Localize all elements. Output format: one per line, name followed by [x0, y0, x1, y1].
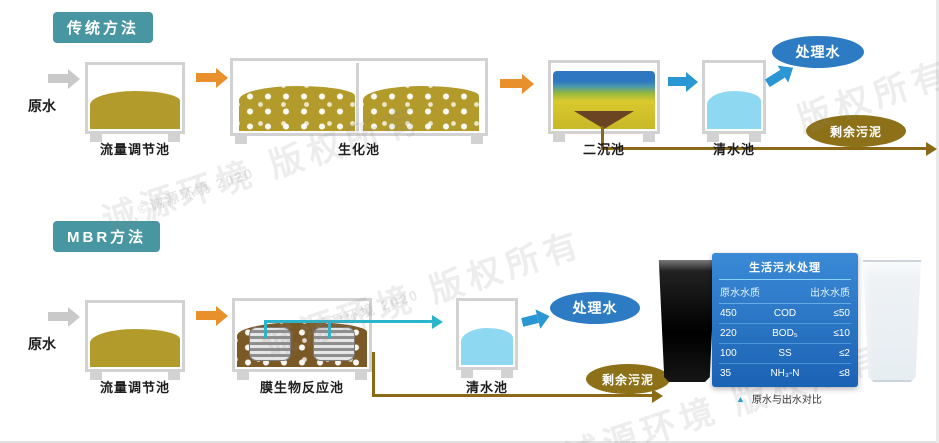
table-cell-raw: 220 — [720, 328, 737, 339]
table-row: 220 BOD₅ ≤10 — [719, 324, 851, 344]
flow-regulation-tank — [85, 62, 185, 142]
flow-arrow — [196, 311, 216, 320]
tank-foot — [471, 135, 483, 144]
sludge-arrowhead — [652, 388, 663, 403]
clear-water-tank-label: 清水池 — [712, 142, 755, 157]
table-row: 35 NH₃-N ≤8 — [719, 364, 851, 383]
tank-foot — [461, 369, 473, 378]
permeate-arrowhead — [432, 314, 443, 329]
header-raw-quality: 原水水质 — [720, 288, 760, 299]
tank-foot — [168, 133, 180, 142]
permeate-pipe — [264, 320, 432, 323]
table-cell-out: ≤50 — [833, 308, 850, 319]
clear-water-tank-label: 清水池 — [465, 380, 508, 395]
tank-foot — [235, 135, 247, 144]
flow-arrow — [196, 73, 216, 82]
flow-arrow — [668, 77, 686, 86]
sludge-pipe — [601, 147, 926, 150]
inflow-arrow — [48, 74, 68, 83]
permeate-pipe — [328, 320, 331, 338]
raw-water-liquid — [90, 90, 180, 129]
raw-water-label: 原水 — [28, 98, 56, 114]
table-cell-param: SS — [778, 348, 792, 359]
table-cell-out: ≤2 — [838, 348, 850, 359]
tank-foot — [707, 133, 719, 142]
mbr-method-badge: MBR方法 — [53, 221, 161, 252]
tank-foot — [168, 371, 180, 380]
outflow-arrow — [764, 69, 786, 88]
raw-water-glass — [658, 260, 716, 382]
sludge-funnel — [574, 111, 634, 129]
sedimentation-tank — [548, 60, 660, 142]
tank-foot — [643, 133, 655, 142]
membrane-bioreactor-tank-label: 膜生物反应池 — [259, 380, 344, 395]
outflow-arrow — [521, 314, 539, 327]
watermark-copyright: ©诚源环境 2020 — [135, 164, 256, 218]
table-cell-raw: 100 — [720, 348, 737, 359]
treated-water-pill: 处理水 — [772, 36, 864, 68]
permeate-pipe — [264, 320, 267, 338]
biochemical-tank — [230, 58, 488, 144]
settling-liquid — [553, 70, 655, 129]
clear-water-tank — [702, 60, 766, 142]
sludge-pipe — [372, 352, 375, 397]
mbr-liquid — [237, 322, 367, 367]
flow-regulation-tank — [85, 300, 185, 380]
tank-foot — [749, 133, 761, 142]
tank-foot — [355, 371, 367, 380]
flow-regulation-tank-label: 流量调节池 — [99, 142, 170, 157]
aeration-liquid — [363, 86, 479, 131]
table-header-row: 原水水质 出水水质 — [719, 280, 851, 304]
triangle-marker-icon: ▲ — [736, 393, 745, 404]
sludge-pipe — [372, 394, 652, 397]
table-cell-param: NH₃-N — [770, 368, 800, 379]
table-cell-raw: 450 — [720, 308, 737, 319]
header-effluent-quality: 出水水质 — [810, 288, 850, 299]
tank-foot — [237, 371, 249, 380]
tank-foot — [501, 369, 513, 378]
table-cell-out: ≤10 — [833, 328, 850, 339]
table-row: 450 COD ≤50 — [719, 304, 851, 324]
traditional-method-badge: 传统方法 — [53, 12, 154, 43]
flow-arrow — [500, 79, 522, 88]
sludge-pipe — [601, 126, 604, 150]
table-cell-raw: 35 — [720, 368, 732, 379]
table-cell-param: BOD₅ — [772, 328, 798, 339]
tank-foot — [90, 371, 102, 380]
sludge-arrowhead — [926, 141, 937, 156]
table-title: 生活污水处理 — [719, 256, 851, 280]
clear-water-liquid — [461, 328, 513, 365]
treated-water-glass — [862, 260, 922, 382]
treated-water-pill: 处理水 — [550, 292, 640, 324]
excess-sludge-pill: 剩余污泥 — [586, 364, 670, 394]
sedimentation-tank-label: 二沉池 — [582, 142, 625, 157]
inflow-arrow — [48, 312, 68, 321]
membrane-module — [313, 327, 355, 361]
membrane-bioreactor-tank — [232, 298, 372, 380]
biochemical-tank-label: 生化池 — [337, 142, 380, 157]
tank-foot — [553, 133, 565, 142]
flow-regulation-tank-label: 流量调节池 — [99, 380, 170, 395]
tank-divider — [356, 63, 359, 131]
table-cell-out: ≤8 — [838, 368, 850, 379]
clear-water-tank — [456, 298, 518, 378]
excess-sludge-pill: 剩余污泥 — [806, 115, 906, 147]
water-quality-table: 生活污水处理 原水水质 出水水质 450 COD ≤50 220 BOD₅ ≤1… — [712, 253, 858, 387]
membrane-module — [249, 327, 291, 361]
comparison-caption: ▲ 原水与出水对比 — [736, 391, 822, 407]
table-row: 100 SS ≤2 — [719, 344, 851, 364]
raw-water-liquid — [90, 328, 180, 367]
aeration-liquid — [239, 86, 355, 131]
tank-foot — [90, 133, 102, 142]
table-cell-param: COD — [773, 308, 797, 319]
clear-water-liquid — [707, 90, 761, 129]
raw-water-label: 原水 — [28, 336, 56, 352]
comparison-caption-text: 原水与出水对比 — [751, 395, 822, 406]
